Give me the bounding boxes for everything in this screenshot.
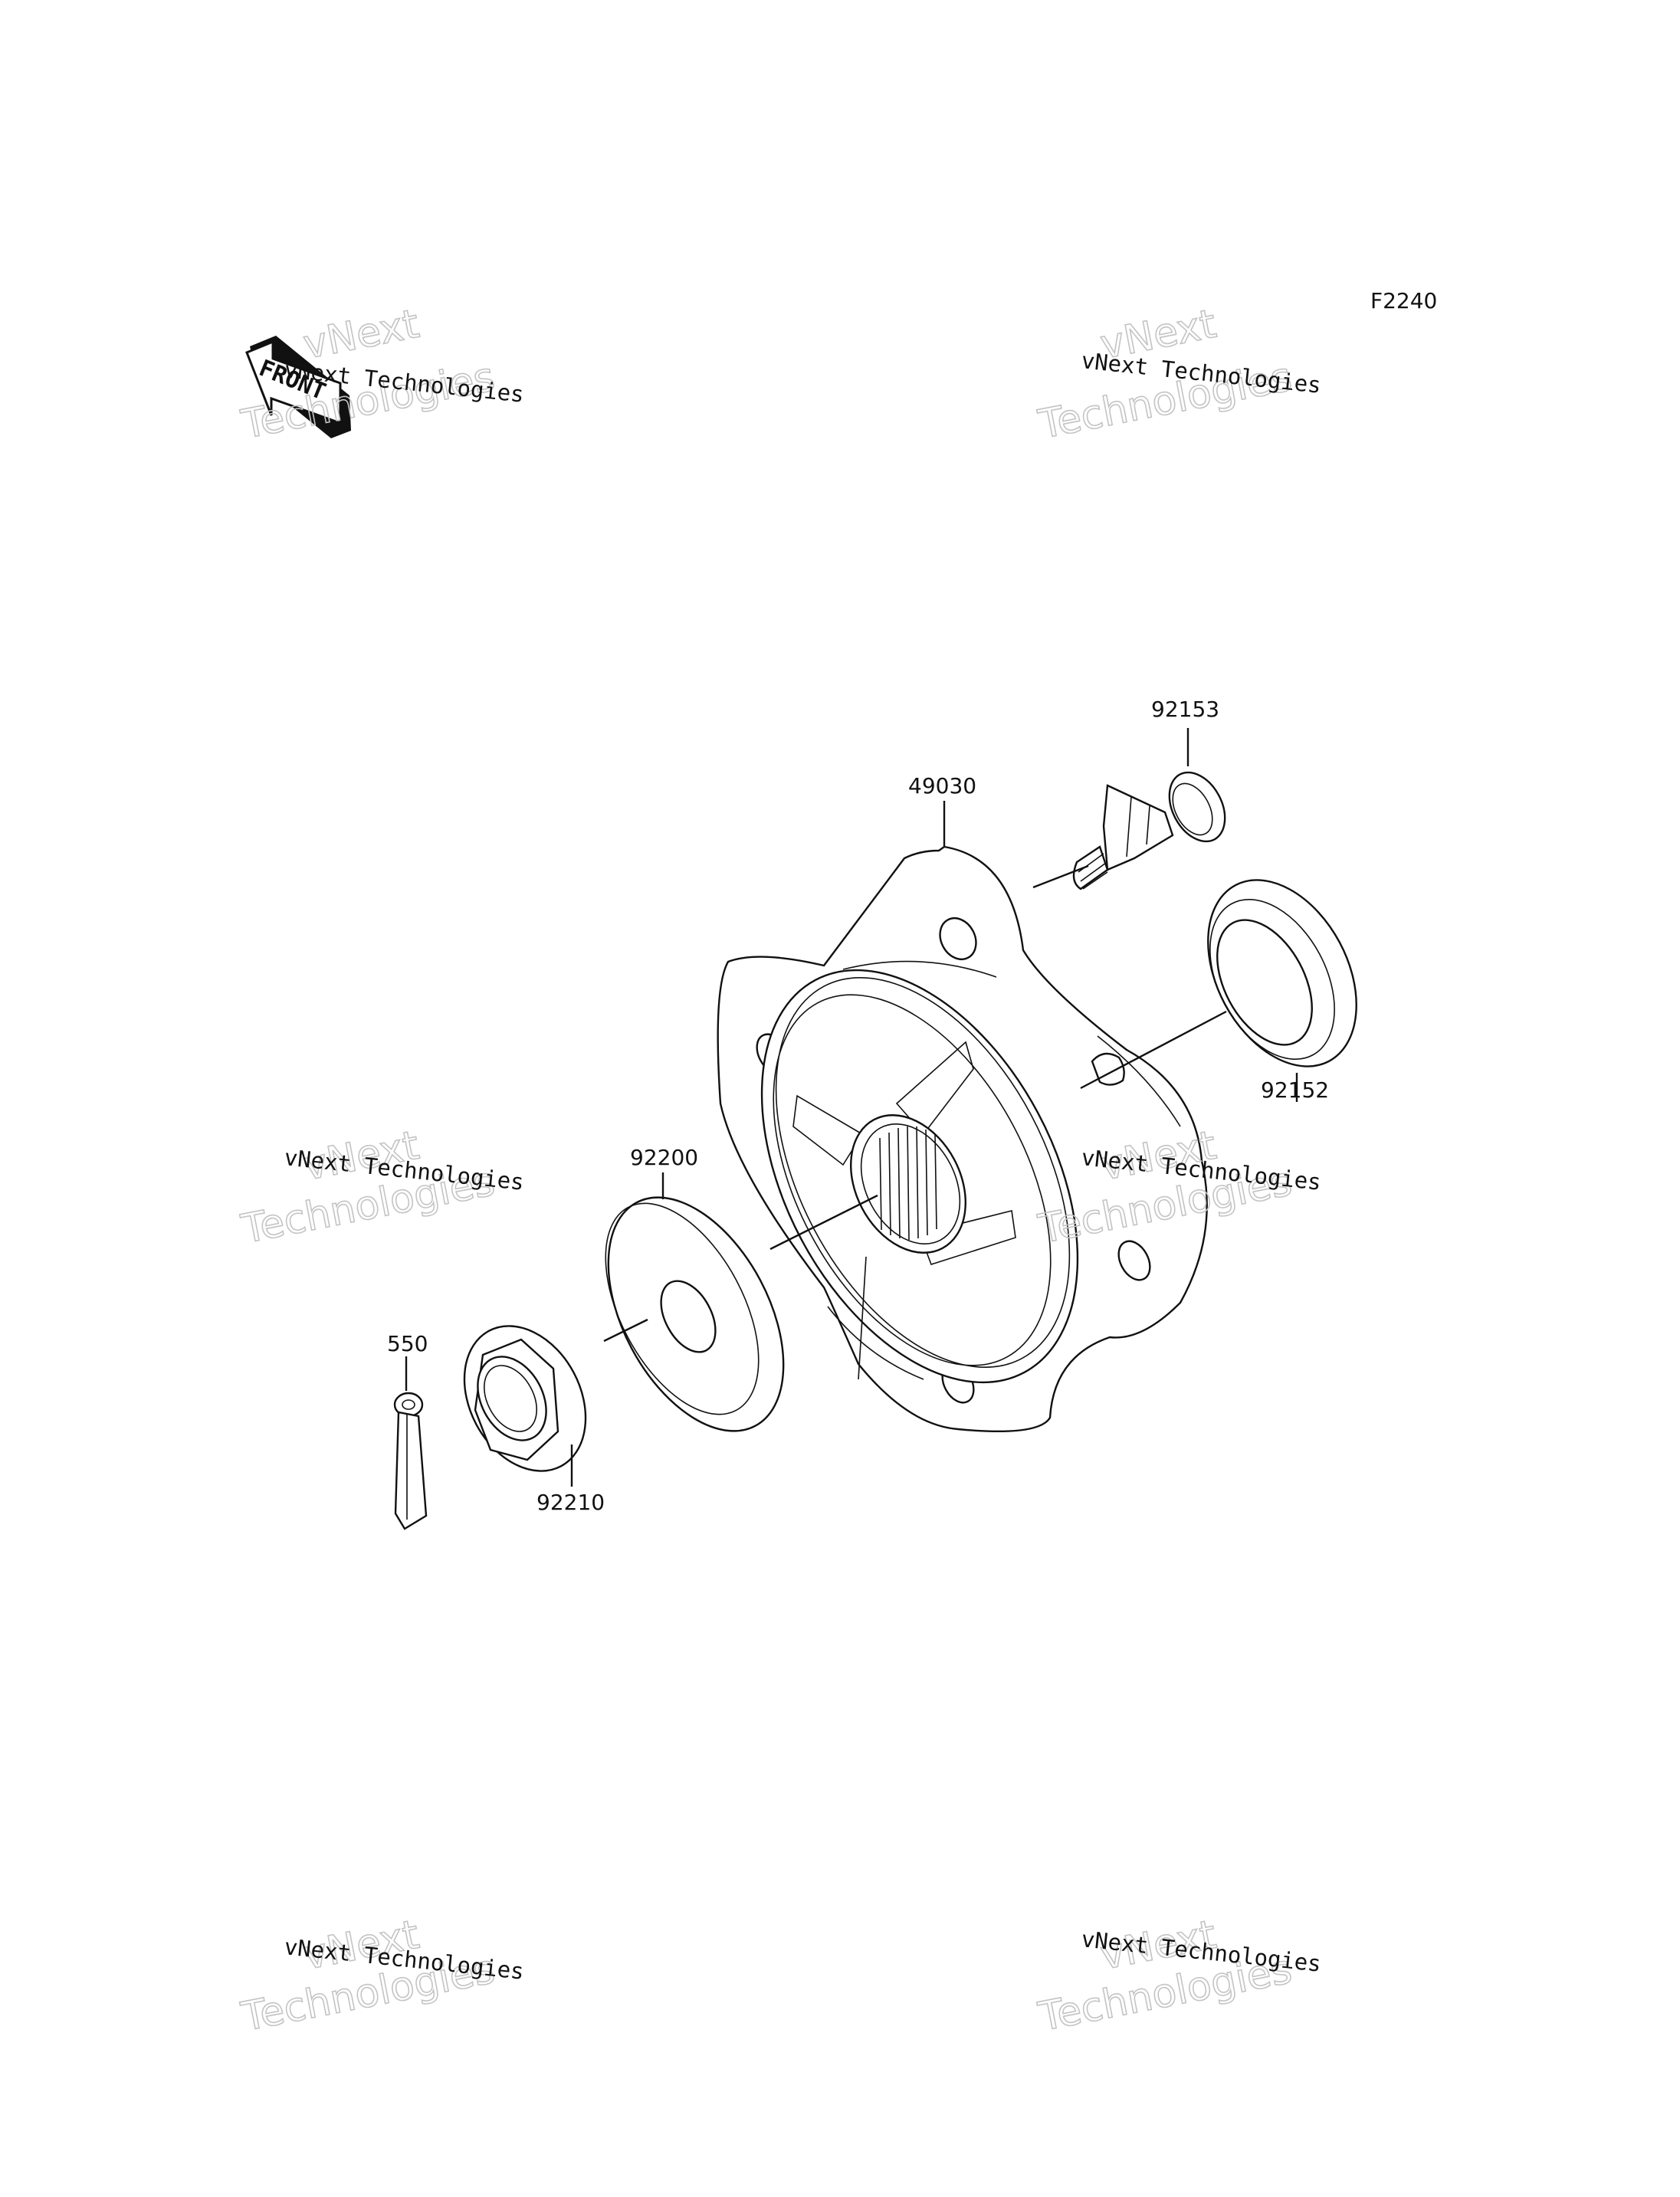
watermark-mid-left: vNext Technologies vNext Technologies [237,1122,525,1254]
oil-seal-92152 [1207,879,1357,1067]
watermark-bottom-left: vNext Technologies vNext Technologies [237,1911,525,2041]
washer-92200 [605,1196,785,1432]
hub-bolt-92153 [1072,771,1226,890]
part-label-49030: 49030 [908,773,976,798]
castle-nut-92210 [463,1325,587,1472]
cotter-pin-550 [393,1392,428,1530]
part-label-550: 550 [387,1331,428,1356]
hub-49030 [717,845,1208,1433]
part-label-92200: 92200 [630,1145,698,1170]
part-label-92152: 92152 [1261,1077,1329,1103]
part-label-92153: 92153 [1151,697,1219,722]
part-label-92210: 92210 [536,1490,605,1515]
watermark-bottom-right: vNext Technologies vNext Technologies [1034,1911,1322,2041]
leader-lines [405,728,1298,1487]
watermark-top-right: vNext Technologies vNext Technologies [1034,300,1322,449]
spline-teeth [879,1126,937,1241]
svg-text:vNext: vNext [300,301,423,369]
part-labels: 49030 92153 92152 92200 550 92210 [387,697,1329,1515]
diagram-code: F2240 [1370,288,1437,313]
